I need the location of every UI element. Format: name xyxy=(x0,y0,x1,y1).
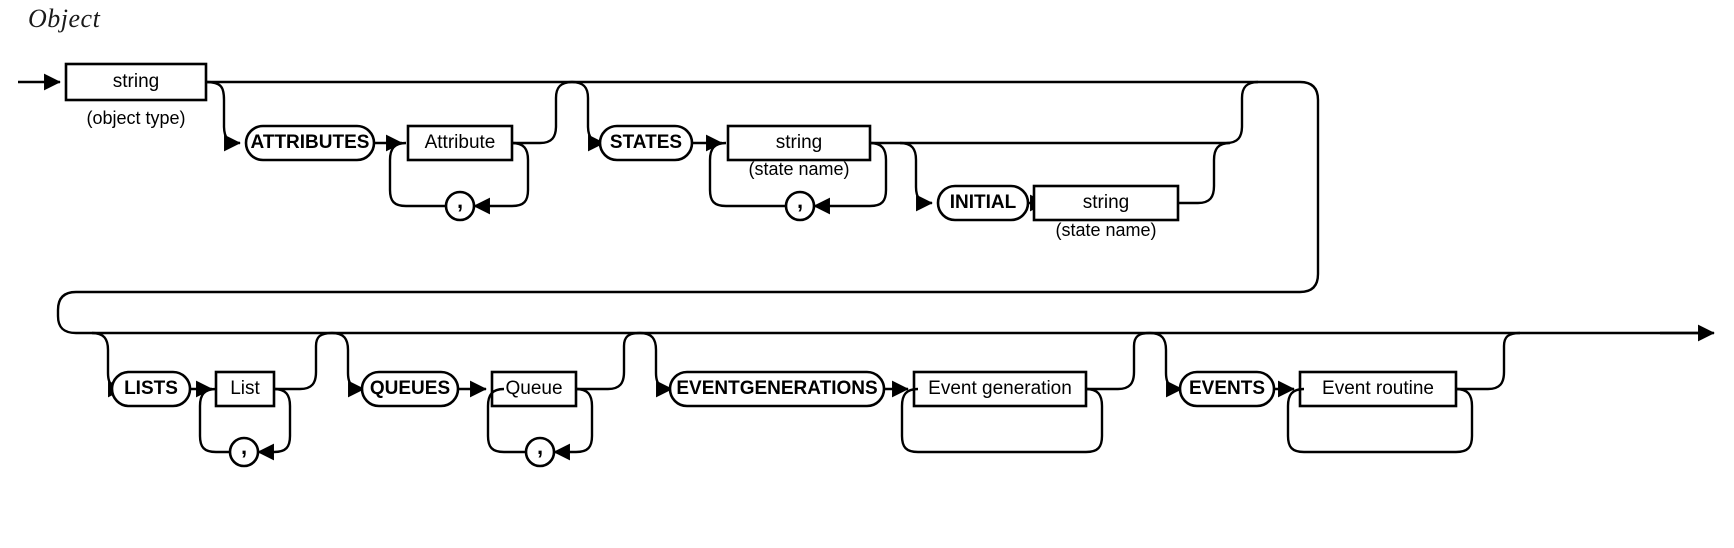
states-branch-wire xyxy=(571,80,605,152)
node-event-routine: Event routine xyxy=(1298,370,1458,408)
node-eventgenerations-keyword: EVENTGENERATIONS xyxy=(668,370,886,408)
node-label: ATTRIBUTES xyxy=(251,132,370,153)
node-sublabel: (state name) xyxy=(1055,220,1156,240)
initial-branch-wire xyxy=(899,141,933,212)
node-string-state-name: string (state name) xyxy=(726,124,872,179)
node-list: List xyxy=(214,370,276,408)
attributes-rejoin-wire xyxy=(512,80,573,145)
node-states-keyword: STATES xyxy=(598,124,694,162)
node-label: , xyxy=(537,434,543,459)
queue-comma-loop: , xyxy=(486,387,594,468)
node-label: QUEUES xyxy=(370,378,450,399)
node-events-keyword: EVENTS xyxy=(1178,370,1276,408)
initial-rejoin-wire xyxy=(1178,141,1231,205)
node-label: Event routine xyxy=(1322,378,1434,399)
node-string-object-type: string (object type) xyxy=(64,62,208,128)
node-label: , xyxy=(797,188,803,213)
node-label: List xyxy=(230,378,260,399)
row1-wrap-wire xyxy=(76,80,1320,294)
row2-wrap-in-wire xyxy=(56,290,1700,335)
node-string-initial-state-name: string (state name) xyxy=(1032,184,1180,240)
node-label: LISTS xyxy=(124,378,178,399)
node-initial-keyword: INITIAL xyxy=(936,184,1030,222)
node-label: , xyxy=(241,434,247,459)
node-label: string xyxy=(113,71,159,92)
queue-rejoin-wire xyxy=(576,331,641,391)
list-comma-loop: , xyxy=(198,387,292,468)
page-title: Object xyxy=(28,4,101,33)
attributes-branch-wire xyxy=(205,80,241,152)
event-generation-rejoin-wire xyxy=(1086,331,1151,391)
node-label: Queue xyxy=(505,378,562,399)
event-generation-loop xyxy=(900,387,1104,454)
node-queue: Queue xyxy=(490,370,578,408)
node-sublabel: (object type) xyxy=(86,108,185,128)
node-label: , xyxy=(457,188,463,213)
eventgenerations-branch-wire xyxy=(639,331,673,398)
node-queues-keyword: QUEUES xyxy=(360,370,460,408)
event-routine-rejoin-wire xyxy=(1456,331,1521,391)
node-event-generation: Event generation xyxy=(912,370,1088,408)
states-comma-loop: , xyxy=(708,141,888,222)
node-lists-keyword: LISTS xyxy=(110,370,192,408)
node-label: string xyxy=(1083,192,1129,213)
node-label: Attribute xyxy=(425,132,496,153)
node-label: string xyxy=(776,132,822,153)
attribute-comma-loop: , xyxy=(388,141,530,222)
node-label: INITIAL xyxy=(950,192,1017,213)
node-label: Event generation xyxy=(928,378,1072,399)
queues-branch-wire xyxy=(331,331,365,398)
list-rejoin-wire xyxy=(274,331,333,391)
event-routine-loop xyxy=(1286,387,1474,454)
node-attribute: Attribute xyxy=(406,124,514,162)
node-label: STATES xyxy=(610,132,682,153)
node-label: EVENTS xyxy=(1189,378,1265,399)
node-label: EVENTGENERATIONS xyxy=(676,378,877,399)
events-branch-wire xyxy=(1149,331,1183,398)
node-attributes-keyword: ATTRIBUTES xyxy=(244,124,376,162)
node-sublabel: (state name) xyxy=(748,159,849,179)
